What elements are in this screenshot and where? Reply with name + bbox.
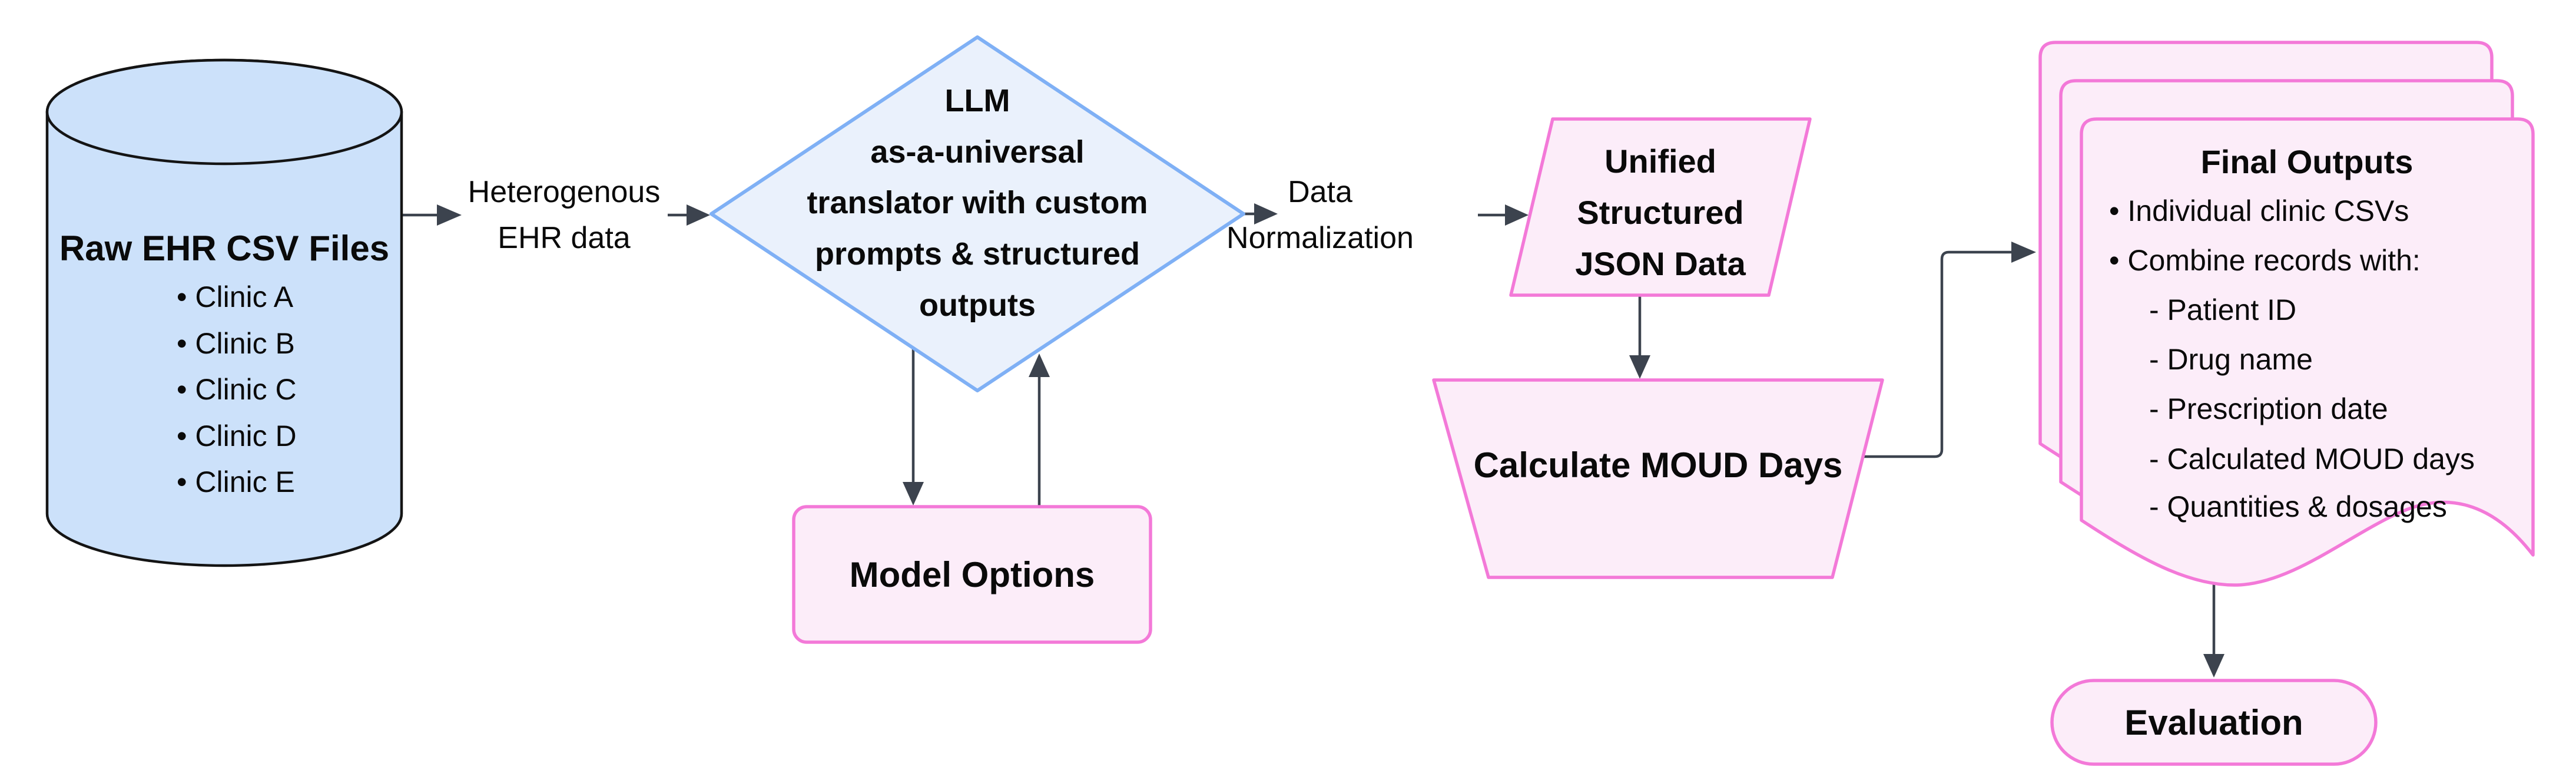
arrowhead-right-icon — [437, 204, 462, 226]
evaluation-label: Evaluation — [2124, 703, 2303, 742]
edge-label-line: EHR data — [498, 221, 631, 255]
llm-diamond: LLM as-a-universal translator with custo… — [710, 35, 1245, 392]
edge-calculate-to-final-outputs — [1861, 250, 2013, 458]
document-front — [2080, 117, 2535, 587]
arrowhead-right-icon — [1505, 204, 1529, 226]
diamond-line: as-a-universal — [870, 134, 1084, 170]
final-outputs-item: • Combine records with: — [2109, 244, 2421, 277]
database-cylinder: Raw EHR CSV Files • Clinic A • Clinic B … — [45, 58, 403, 567]
diamond-line: prompts & structured — [815, 236, 1140, 272]
parallelogram-shape — [1509, 117, 1812, 297]
parallelogram-line: Unified — [1604, 143, 1716, 180]
final-outputs-title: Final Outputs — [2201, 143, 2413, 180]
edge-label-line: Normalization — [1226, 221, 1414, 255]
trapezoid-shape — [1432, 378, 1884, 579]
edge-label-line: Data — [1288, 175, 1352, 209]
parallelogram-line: JSON Data — [1575, 245, 1746, 282]
database-item: • Clinic B — [177, 327, 295, 360]
database-item: • Clinic E — [177, 465, 295, 498]
final-outputs-subitem: - Drug name — [2149, 343, 2313, 376]
edges — [403, 203, 2224, 678]
arrowhead-up-icon — [1029, 353, 1050, 377]
final-outputs-subitem: - Patient ID — [2149, 293, 2296, 326]
calculate-moud-trapezoid: Calculate MOUD Days — [1432, 378, 1884, 579]
final-outputs-item: • Individual clinic CSVs — [2109, 194, 2409, 227]
diamond-line: translator with custom — [807, 185, 1148, 220]
database-item: • Clinic C — [177, 373, 297, 406]
database-item: • Clinic D — [177, 419, 297, 452]
final-outputs-subitem: - Calculated MOUD days — [2149, 442, 2475, 475]
edge-label-heterogenous: Heterogenous EHR data — [468, 175, 661, 255]
model-options-label: Model Options — [850, 555, 1095, 594]
final-outputs-document-stack: Final Outputs • Individual clinic CSVs •… — [2038, 41, 2535, 587]
diamond-shape — [710, 35, 1245, 392]
arrowhead-down-icon — [1629, 355, 1650, 379]
edge-label-line: Heterogenous — [468, 175, 661, 209]
final-outputs-subitem: - Prescription date — [2149, 392, 2388, 425]
evaluation-pill: Evaluation — [2050, 679, 2378, 766]
diamond-line: outputs — [919, 288, 1036, 323]
trapezoid-label: Calculate MOUD Days — [1474, 445, 1843, 485]
cylinder-top — [45, 58, 403, 166]
unified-json-parallelogram: Unified Structured JSON Data — [1509, 117, 1812, 297]
parallelogram-line: Structured — [1577, 194, 1743, 231]
model-options-shape — [792, 505, 1152, 644]
arrowhead-right-icon — [687, 204, 710, 226]
arrowhead-down-icon — [2203, 654, 2224, 678]
model-options-box: Model Options — [792, 505, 1152, 644]
arrowhead-right-icon — [2011, 242, 2036, 263]
database-item: • Clinic A — [177, 280, 294, 313]
arrowhead-down-icon — [903, 482, 924, 506]
database-title: Raw EHR CSV Files — [59, 229, 389, 268]
edge-label-data-normalization: Data Normalization — [1226, 175, 1414, 255]
diamond-line: LLM — [945, 83, 1010, 118]
evaluation-shape — [2050, 679, 2378, 766]
final-outputs-subitem: - Quantities & dosages — [2149, 490, 2447, 523]
arrowhead-right-icon — [1254, 203, 1278, 224]
